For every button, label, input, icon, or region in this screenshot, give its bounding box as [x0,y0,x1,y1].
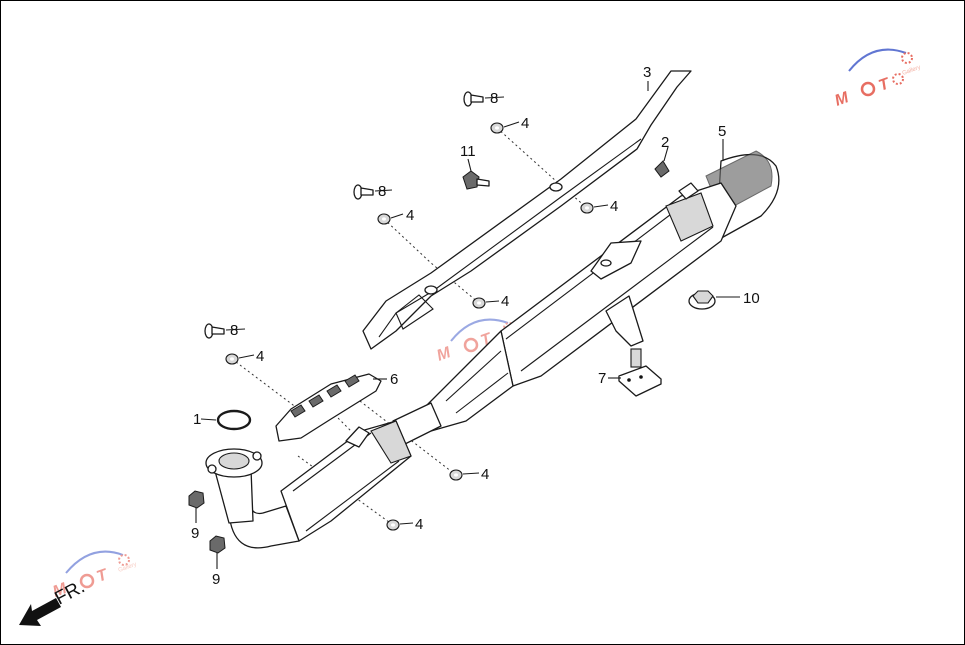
callout-7: 7 [598,370,606,387]
muffler-body [392,150,780,447]
assembly-lines [231,127,588,526]
callout-1: 1 [193,411,201,428]
svg-text:M: M [833,89,852,110]
flange-nut [688,290,716,310]
callout-4a: 4 [521,115,529,132]
callout-9a: 9 [191,525,199,542]
callout-5: 5 [718,123,726,140]
nut-9a [188,490,205,509]
screw-8c [204,323,225,339]
heat-shield-upper [362,70,692,350]
callout-8b: 8 [378,183,386,200]
svg-text:M: M [51,580,70,601]
screw-8a [463,91,484,107]
svg-text:T: T [877,75,893,95]
nut-9b [209,535,226,554]
callout-9b: 9 [212,571,220,588]
screw-8b [353,184,374,200]
callout-6: 6 [390,371,398,388]
callout-10: 10 [743,290,760,307]
svg-text:M: M [435,344,454,365]
washers [225,122,594,531]
callout-11: 11 [460,143,476,160]
callout-4e: 4 [256,348,264,365]
leader-lines [195,81,740,569]
svg-text:Gallery: Gallery [902,65,922,77]
callout-3: 3 [643,64,651,81]
gasket-ring [216,409,252,431]
callout-8c: 8 [230,322,238,339]
callout-4b: 4 [406,207,414,224]
callout-4g: 4 [415,516,423,533]
watermark-top-right: M T Gallery [833,48,922,110]
callout-8a: 8 [490,90,498,107]
clip-part [654,160,670,178]
heat-shield-lower [275,373,382,442]
callout-2: 2 [661,134,669,151]
callout-4c: 4 [610,198,618,215]
bolt-part [462,170,490,190]
rubber-mount [618,348,662,397]
callout-labels: 3 2 5 10 11 8 8 8 4 4 4 4 4 4 4 6 1 7 9 … [191,64,760,588]
callout-4f: 4 [481,466,489,483]
front-pipe [205,420,412,549]
callout-4d: 4 [501,293,509,310]
svg-text:T: T [95,566,111,586]
svg-text:Gallery: Gallery [118,562,138,574]
